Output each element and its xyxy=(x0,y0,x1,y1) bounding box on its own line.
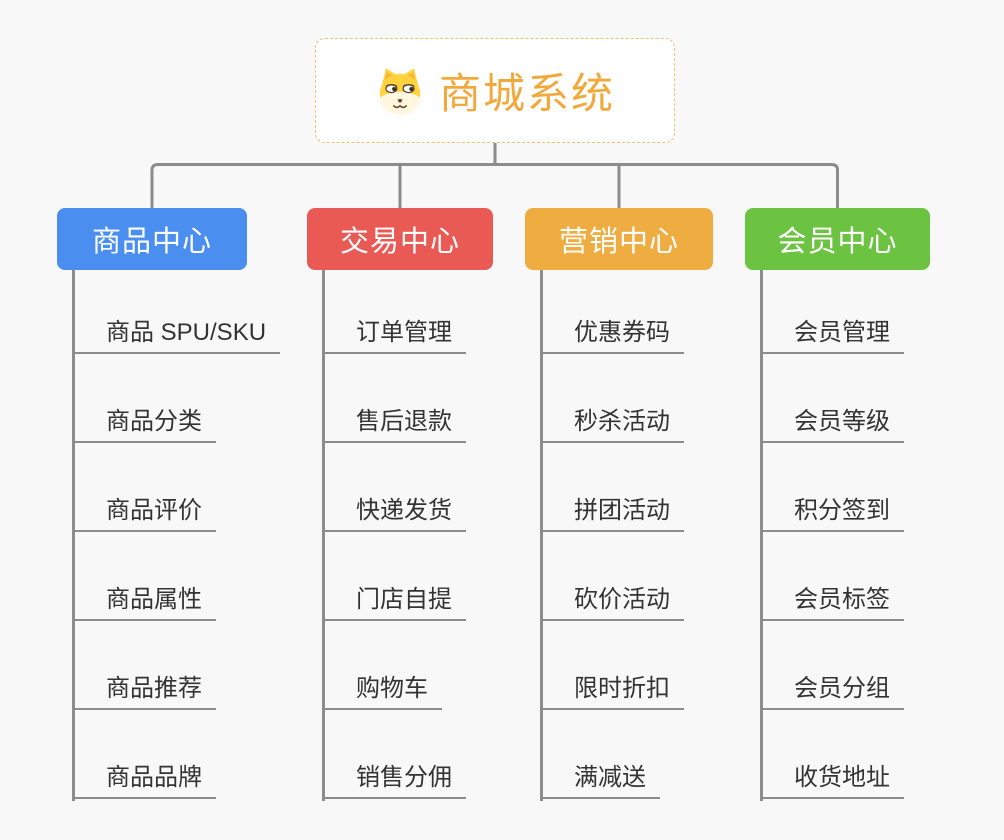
branch-trade-center: 交易中心 订单管理 售后退款 快递发货 门店自提 购物车 销售分佣 xyxy=(307,208,493,801)
topic-item[interactable]: 会员标签 xyxy=(760,532,904,621)
topic-item[interactable]: 优惠券码 xyxy=(540,270,684,354)
root-topic-title: 商城系统 xyxy=(438,70,615,117)
topic-item[interactable]: 销售分佣 xyxy=(322,710,466,799)
branch-line xyxy=(760,270,763,801)
main-rail-line xyxy=(150,163,839,208)
branch-line xyxy=(322,270,325,801)
topic-item[interactable]: 售后退款 xyxy=(322,354,466,443)
topic-item[interactable]: 商品品牌 xyxy=(72,710,216,799)
topic-item[interactable]: 拼团活动 xyxy=(540,443,684,532)
topic-item[interactable]: 满减送 xyxy=(540,710,660,799)
topic-item[interactable]: 订单管理 xyxy=(322,270,466,354)
branch-member-center-header[interactable]: 会员中心 xyxy=(745,208,930,270)
branch-member-center: 会员中心 会员管理 会员等级 积分签到 会员标签 会员分组 收货地址 xyxy=(745,208,930,801)
topic-item[interactable]: 商品评价 xyxy=(72,443,216,532)
topic-item[interactable]: 快递发货 xyxy=(322,443,466,532)
topic-item[interactable]: 收货地址 xyxy=(760,710,904,799)
topic-item[interactable]: 积分签到 xyxy=(760,443,904,532)
topic-item[interactable]: 砍价活动 xyxy=(540,532,684,621)
branch-product-center-header[interactable]: 商品中心 xyxy=(57,208,247,270)
branch-product-center: 商品中心 商品 SPU/SKU 商品分类 商品评价 商品属性 商品推荐 商品品牌 xyxy=(57,208,281,801)
topic-item[interactable]: 会员管理 xyxy=(760,270,904,354)
topic-item[interactable]: 会员等级 xyxy=(760,354,904,443)
root-topic[interactable]: 商城系统 xyxy=(315,38,675,143)
branch-trade-center-header[interactable]: 交易中心 xyxy=(307,208,493,270)
topic-item[interactable]: 商品推荐 xyxy=(72,621,216,710)
topic-item[interactable]: 限时折扣 xyxy=(540,621,684,710)
topic-item[interactable]: 门店自提 xyxy=(322,532,466,621)
topic-item[interactable]: 商品 SPU/SKU xyxy=(72,270,281,354)
topic-item[interactable]: 商品属性 xyxy=(72,532,216,621)
topic-item[interactable]: 会员分组 xyxy=(760,621,904,710)
branch-line xyxy=(72,270,75,801)
branch-line xyxy=(540,270,543,801)
topic-item[interactable]: 购物车 xyxy=(322,621,442,710)
branch-marketing-center: 营销中心 优惠券码 秒杀活动 拼团活动 砍价活动 限时折扣 满减送 xyxy=(525,208,713,801)
topic-item[interactable]: 商品分类 xyxy=(72,354,216,443)
branch-marketing-center-header[interactable]: 营销中心 xyxy=(525,208,713,270)
dog-face-icon xyxy=(379,67,421,114)
topic-item[interactable]: 秒杀活动 xyxy=(540,354,684,443)
